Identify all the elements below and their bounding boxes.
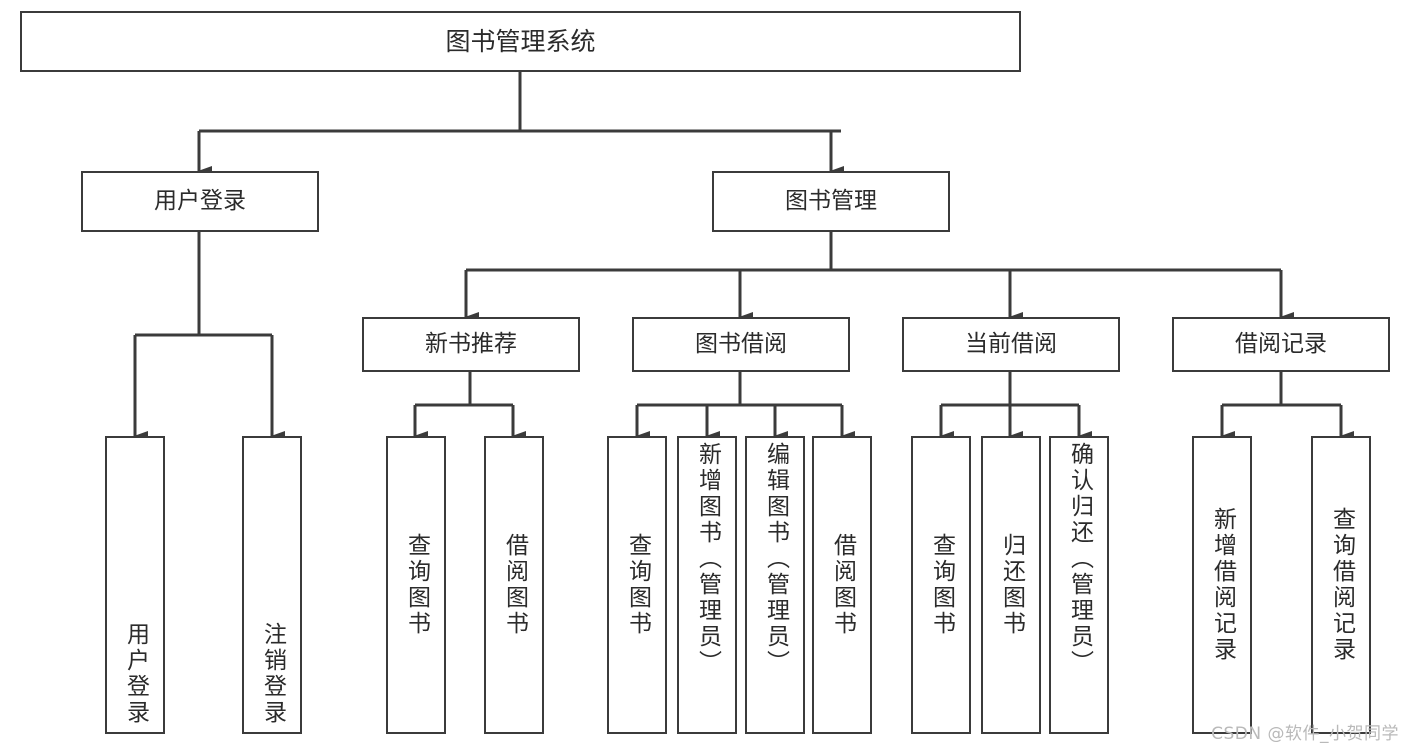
leaf-label: 借阅图书: [501, 533, 528, 637]
leaf-label: 查询图书: [403, 533, 430, 637]
leaf-borrow-borrow-book[interactable]: 借阅图书: [812, 436, 872, 734]
leaf-label: 新增图书（管理员）: [694, 442, 721, 676]
leaf-label: 确认归还（管理员）: [1066, 442, 1093, 676]
leaf-label: 新增借阅记录: [1209, 507, 1236, 663]
leaf-label: 借阅图书: [829, 533, 856, 637]
leaf-label: 查询借阅记录: [1328, 507, 1355, 663]
node-current-borrow[interactable]: 当前借阅: [902, 317, 1120, 372]
leaf-label: 注销登录: [259, 622, 286, 726]
leaf-label: 编辑图书（管理员）: [762, 442, 789, 676]
node-book-management[interactable]: 图书管理: [712, 171, 950, 232]
leaf-label: 归还图书: [998, 533, 1025, 637]
node-borrow-record[interactable]: 借阅记录: [1172, 317, 1390, 372]
leaf-current-query-book[interactable]: 查询图书: [911, 436, 971, 734]
leaf-borrow-add-book-admin[interactable]: 新增图书（管理员）: [677, 436, 737, 734]
leaf-label: 用户登录: [122, 622, 149, 726]
leaf-current-confirm-return-admin[interactable]: 确认归还（管理员）: [1049, 436, 1109, 734]
node-new-book-recommend[interactable]: 新书推荐: [362, 317, 580, 372]
node-user-login[interactable]: 用户登录: [81, 171, 319, 232]
leaf-borrow-query-book[interactable]: 查询图书: [607, 436, 667, 734]
leaf-record-query-record[interactable]: 查询借阅记录: [1311, 436, 1371, 734]
csdn-watermark: CSDN @软件_小贺同学: [1211, 724, 1399, 744]
leaf-recommend-borrow-book[interactable]: 借阅图书: [484, 436, 544, 734]
leaf-user-login-signout[interactable]: 注销登录: [242, 436, 302, 734]
node-root-system[interactable]: 图书管理系统: [20, 11, 1021, 72]
node-book-borrow[interactable]: 图书借阅: [632, 317, 850, 372]
leaf-recommend-query-book[interactable]: 查询图书: [386, 436, 446, 734]
leaf-borrow-edit-book-admin[interactable]: 编辑图书（管理员）: [745, 436, 805, 734]
leaf-record-add-record[interactable]: 新增借阅记录: [1192, 436, 1252, 734]
leaf-label: 查询图书: [624, 533, 651, 637]
leaf-user-login-signin[interactable]: 用户登录: [105, 436, 165, 734]
leaf-label: 查询图书: [928, 533, 955, 637]
leaf-current-return-book[interactable]: 归还图书: [981, 436, 1041, 734]
